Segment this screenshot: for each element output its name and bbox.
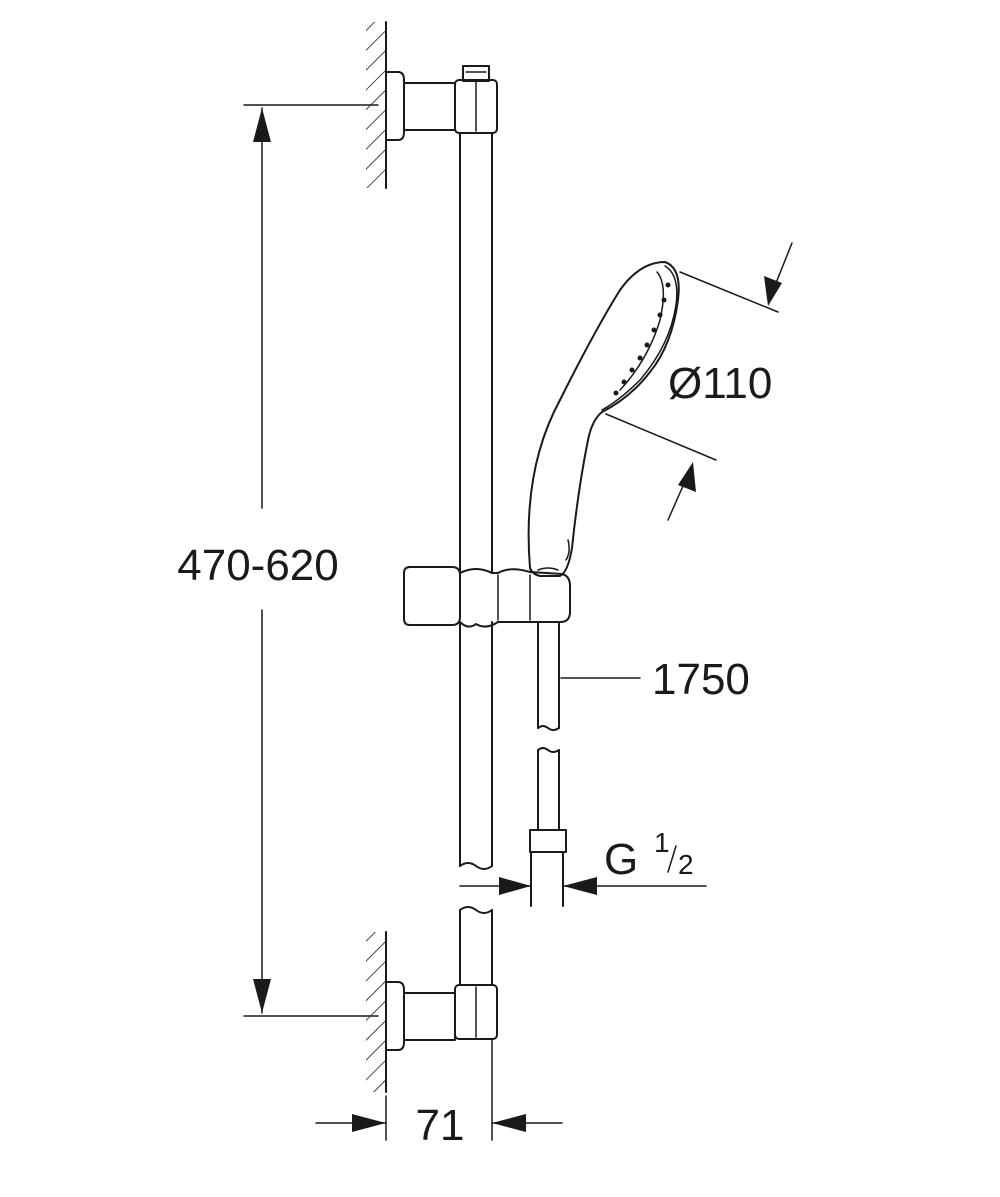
thread-numerator-label: 1 xyxy=(654,827,670,858)
hose-length-dimension: 1750 xyxy=(560,655,750,704)
rail-height-dimension: 470-620 xyxy=(177,104,379,1017)
hand-shower xyxy=(527,261,680,577)
arrow-up-icon xyxy=(678,462,696,492)
wall-offset-label: 71 xyxy=(416,1101,465,1150)
thread-prefix-label: G xyxy=(604,835,638,884)
bottom-wall-section xyxy=(366,931,387,1093)
arrow-right-icon xyxy=(499,877,531,895)
diameter-label: Ø110 xyxy=(668,359,772,408)
thread-denominator-label: 2 xyxy=(678,849,694,880)
wall-offset-dimension: 71 xyxy=(315,1039,563,1150)
hose-connection-nut xyxy=(529,829,567,907)
shower-hose xyxy=(537,621,560,831)
arrow-left-icon xyxy=(492,1114,526,1132)
shower-rail xyxy=(459,132,493,870)
spray-nozzles xyxy=(613,282,671,396)
thread-dimension: G 1 2 xyxy=(459,827,707,895)
diameter-dimension: Ø110 xyxy=(605,242,793,521)
arrow-down-icon xyxy=(764,276,782,306)
bottom-wall-bracket xyxy=(385,981,498,1051)
slider-holder xyxy=(403,566,571,628)
hose-length-label: 1750 xyxy=(652,655,750,704)
arrow-right-icon xyxy=(352,1114,386,1132)
arrow-up-icon xyxy=(253,108,271,142)
top-wall-bracket xyxy=(385,65,498,141)
rail-height-label: 470-620 xyxy=(177,541,338,590)
arrow-left-icon xyxy=(563,877,597,895)
shower-rail-lower xyxy=(459,906,493,986)
arrow-down-icon xyxy=(253,979,271,1013)
